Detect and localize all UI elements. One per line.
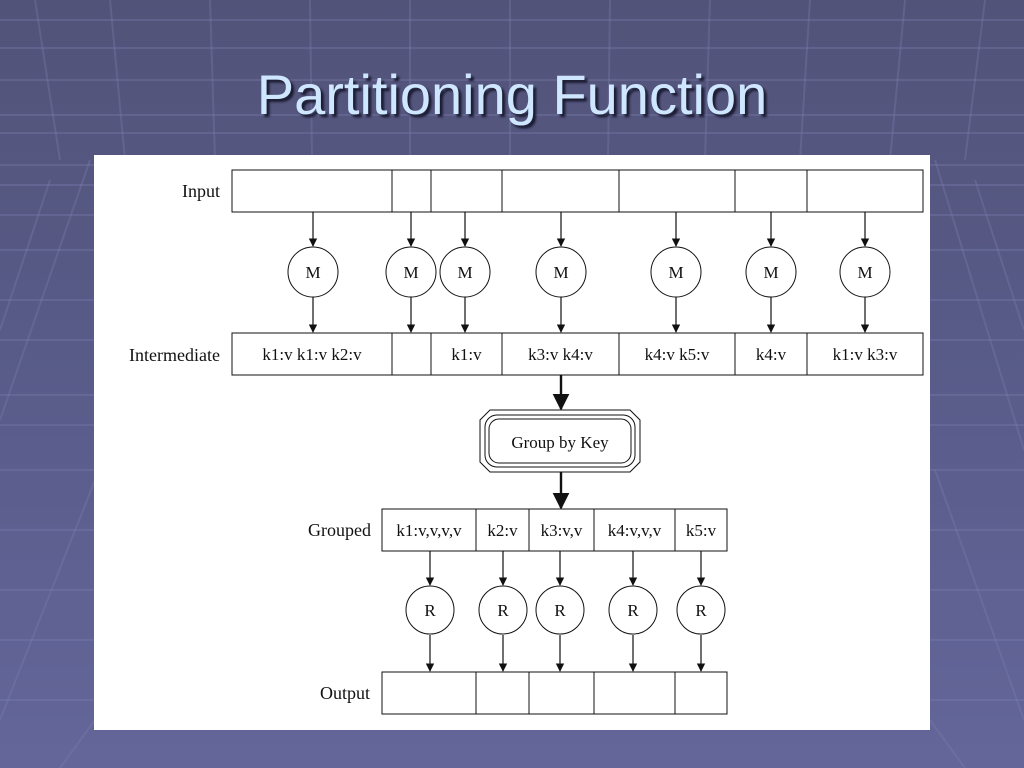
grouped-row-cell-text: k3:v,v xyxy=(541,521,583,540)
reduce-node: R xyxy=(676,585,726,635)
grouped-row-cell: k3:v,v xyxy=(528,508,595,552)
intermediate-row-cell: k1:v k1:v k2:v xyxy=(231,332,393,376)
intermediate-row-cell-text: k1:v k3:v xyxy=(833,345,898,364)
grouped-row-cell-text: k4:v,v,v xyxy=(608,521,662,540)
grouped-row-cell: k5:v xyxy=(674,508,728,552)
reduce-node-label: R xyxy=(627,601,639,620)
intermediate-row-cell: k1:v k3:v xyxy=(806,332,924,376)
map-node: M xyxy=(385,246,437,298)
output-row-cell xyxy=(381,671,477,715)
grouped-row-cell-text: k2:v xyxy=(487,521,518,540)
intermediate-row-cell-text: k3:v k4:v xyxy=(528,345,593,364)
row-label-output: Output xyxy=(320,683,370,703)
group-by-key-node: Group by Key xyxy=(479,409,641,473)
reduce-node: R xyxy=(608,585,658,635)
output-row-cell xyxy=(528,671,595,715)
map-node-label: M xyxy=(457,263,472,282)
reduce-node: R xyxy=(478,585,528,635)
row-label-intermediate: Intermediate xyxy=(129,345,220,365)
map-node: M xyxy=(650,246,702,298)
output-row-cell xyxy=(593,671,676,715)
slide-title: Partitioning Function xyxy=(256,63,768,126)
output-row-cell xyxy=(475,671,530,715)
intermediate-row-cell: k4:v xyxy=(734,332,808,376)
map-node-label: M xyxy=(305,263,320,282)
map-node: M xyxy=(439,246,491,298)
intermediate-row-cell-text: k1:v k1:v k2:v xyxy=(262,345,362,364)
reduce-node-label: R xyxy=(497,601,509,620)
map-node: M xyxy=(745,246,797,298)
grouped-row-cell: k1:v,v,v,v xyxy=(381,508,477,552)
input-row-cell xyxy=(430,169,503,213)
intermediate-row-cell-text: k1:v xyxy=(451,345,482,364)
map-node-label: M xyxy=(857,263,872,282)
intermediate-row-cell: k4:v k5:v xyxy=(618,332,736,376)
intermediate-row-cell xyxy=(391,332,432,376)
row-label-input: Input xyxy=(182,181,220,201)
input-row-cell xyxy=(806,169,924,213)
map-node-label: M xyxy=(553,263,568,282)
input-row-cell xyxy=(231,169,393,213)
reduce-node-label: R xyxy=(695,601,707,620)
map-node: M xyxy=(535,246,587,298)
grouped-row-cell: k2:v xyxy=(475,508,530,552)
map-node: M xyxy=(839,246,891,298)
grouped-row-cell: k4:v,v,v xyxy=(593,508,676,552)
group-by-key-label: Group by Key xyxy=(511,433,609,452)
map-node-label: M xyxy=(763,263,778,282)
reduce-node-label: R xyxy=(554,601,566,620)
map-node-label: M xyxy=(668,263,683,282)
grouped-row-cell-text: k5:v xyxy=(686,521,717,540)
input-row-cell xyxy=(734,169,808,213)
intermediate-row-cell: k3:v k4:v xyxy=(501,332,620,376)
input-row-cell xyxy=(618,169,736,213)
grouped-row-cell-text: k1:v,v,v,v xyxy=(396,521,462,540)
output-row-cell xyxy=(674,671,728,715)
reduce-node: R xyxy=(405,585,455,635)
map-node-label: M xyxy=(403,263,418,282)
intermediate-row-cell-text: k4:v k5:v xyxy=(645,345,710,364)
intermediate-row-cell: k1:v xyxy=(430,332,503,376)
intermediate-row-cell-text: k4:v xyxy=(756,345,787,364)
row-label-grouped: Grouped xyxy=(308,520,371,540)
input-row-cell xyxy=(501,169,620,213)
reduce-node: R xyxy=(535,585,585,635)
input-row-cell xyxy=(391,169,432,213)
map-node: M xyxy=(287,246,339,298)
reduce-node-label: R xyxy=(424,601,436,620)
